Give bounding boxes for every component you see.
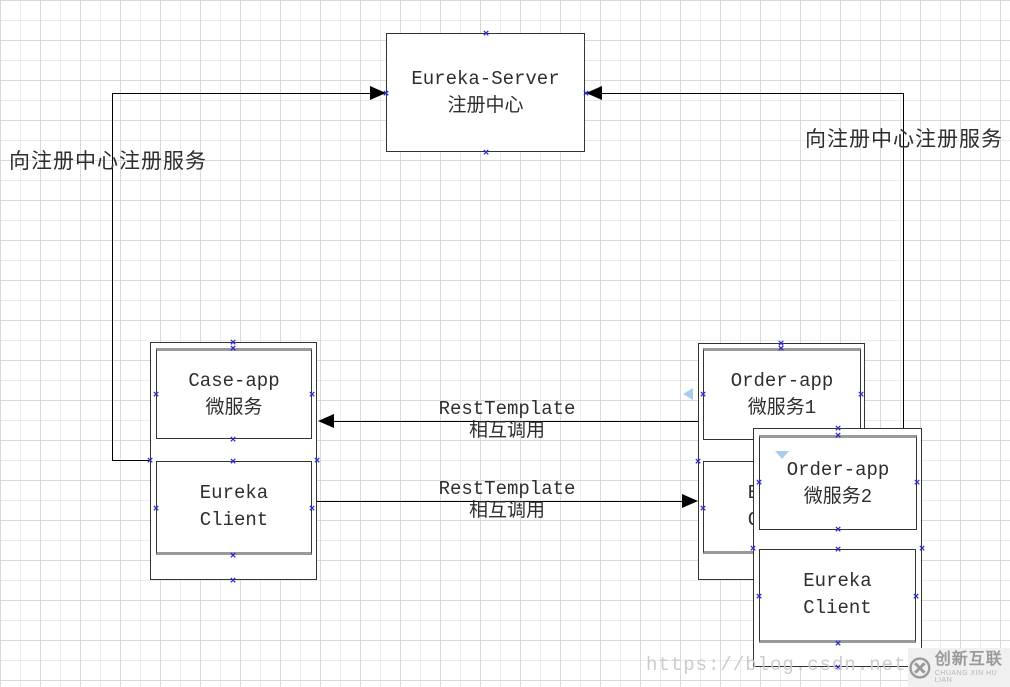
connection-point-icon[interactable]: × [834, 428, 842, 442]
register-label-right[interactable]: 向注册中心注册服务 [805, 130, 1003, 153]
connection-point-icon[interactable]: × [229, 454, 237, 468]
csdn-watermark: https://blog.csdn.net/nanb [646, 654, 969, 676]
connection-point-icon[interactable]: × [834, 421, 842, 435]
node-label: 微服务2 [803, 485, 873, 508]
connection-point-icon[interactable]: × [834, 660, 842, 674]
connection-point-icon[interactable]: × [777, 336, 785, 350]
edge-label-line: RestTemplate [438, 398, 576, 420]
collapse-arrow-icon[interactable] [775, 451, 789, 459]
connection-point-icon[interactable]: × [482, 26, 490, 40]
connection-point-icon[interactable]: × [694, 454, 702, 468]
eureka-client-front-node[interactable]: Eureka Client [759, 549, 916, 643]
connector-resttemplate-upper[interactable] [334, 421, 698, 422]
chuangxin-logo: 创新互联 CHUANG XIN HU LIAN [908, 648, 1010, 687]
connection-point-icon[interactable]: × [834, 542, 842, 556]
connection-point-icon[interactable]: × [482, 145, 490, 159]
node-label: Order-app [786, 458, 890, 481]
connection-point-icon[interactable]: × [308, 387, 316, 401]
resttemplate-label-lower[interactable]: RestTemplate 相互调用 [397, 478, 617, 522]
node-label: Eureka-Server [411, 67, 560, 90]
resttemplate-label-upper[interactable]: RestTemplate 相互调用 [397, 398, 617, 442]
case-app-node[interactable]: Case-app 微服务 [156, 348, 312, 439]
connection-point-icon[interactable]: × [152, 501, 160, 515]
edge-label-line: 相互调用 [468, 500, 545, 522]
connection-point-icon[interactable]: × [229, 341, 237, 355]
arrowhead-right-icon [682, 494, 698, 508]
connection-point-icon[interactable]: × [308, 501, 316, 515]
edge-label-line: 相互调用 [468, 420, 545, 442]
eureka-server-node[interactable]: Eureka-Server 注册中心 [386, 33, 585, 152]
connector-order-to-server[interactable] [602, 93, 903, 94]
connection-point-icon[interactable]: × [834, 522, 842, 536]
connector-case-to-server[interactable] [112, 460, 151, 461]
node-label: Order-app [730, 370, 834, 392]
connection-point-icon[interactable]: × [755, 475, 763, 489]
connection-point-icon[interactable]: × [152, 387, 160, 401]
arrowhead-left-icon [586, 86, 602, 100]
connection-point-icon[interactable]: × [229, 432, 237, 446]
node-label: 微服务1 [747, 397, 817, 419]
chuangxin-emblem-icon [909, 656, 931, 679]
connector-case-to-server[interactable] [112, 93, 113, 461]
node-label: Eureka [803, 570, 872, 592]
node-label: Client [199, 509, 269, 531]
arrowhead-right-icon [370, 86, 386, 100]
connection-point-icon[interactable]: × [382, 86, 390, 100]
register-label-left[interactable]: 向注册中心注册服务 [9, 152, 207, 175]
connection-point-icon[interactable]: × [777, 341, 785, 355]
connector-resttemplate-lower[interactable] [317, 501, 682, 502]
arrowhead-left-icon [318, 414, 334, 428]
direction-arrow-left-icon[interactable] [683, 388, 693, 400]
connection-point-icon[interactable]: × [834, 636, 842, 650]
connection-point-icon[interactable]: × [699, 501, 707, 515]
edge-label-line: RestTemplate [438, 478, 576, 500]
connection-point-icon[interactable]: × [229, 573, 237, 587]
connection-point-icon[interactable]: × [582, 86, 590, 100]
connection-point-icon[interactable]: × [229, 548, 237, 562]
connection-point-icon[interactable]: × [857, 387, 865, 401]
connector-order-to-server[interactable] [903, 93, 904, 428]
connection-point-icon[interactable]: × [146, 453, 154, 467]
connection-point-icon[interactable]: × [912, 589, 920, 603]
connection-point-icon[interactable]: × [749, 541, 757, 555]
connection-point-icon[interactable]: × [918, 541, 926, 555]
node-label: 注册中心 [447, 94, 524, 117]
node-label: Case-app [188, 369, 280, 392]
connector-case-to-server[interactable] [112, 93, 374, 94]
node-label: 微服务 [205, 396, 263, 419]
connection-point-icon[interactable]: × [913, 475, 921, 489]
order-app1-node[interactable]: Order-app 微服务1 [703, 348, 861, 440]
connection-point-icon[interactable]: × [313, 453, 321, 467]
node-label: Eureka [199, 482, 269, 504]
connection-point-icon[interactable]: × [699, 387, 707, 401]
order-app2-node[interactable]: Order-app 微服务2 [759, 435, 917, 530]
node-label: Client [803, 597, 872, 619]
connection-point-icon[interactable]: × [755, 589, 763, 603]
logo-subtitle: CHUANG XIN HU LIAN [934, 669, 998, 684]
eureka-client-left-node[interactable]: Eureka Client [156, 461, 312, 555]
connection-point-icon[interactable]: × [229, 335, 237, 349]
logo-name: 创新互联 [934, 650, 1003, 668]
